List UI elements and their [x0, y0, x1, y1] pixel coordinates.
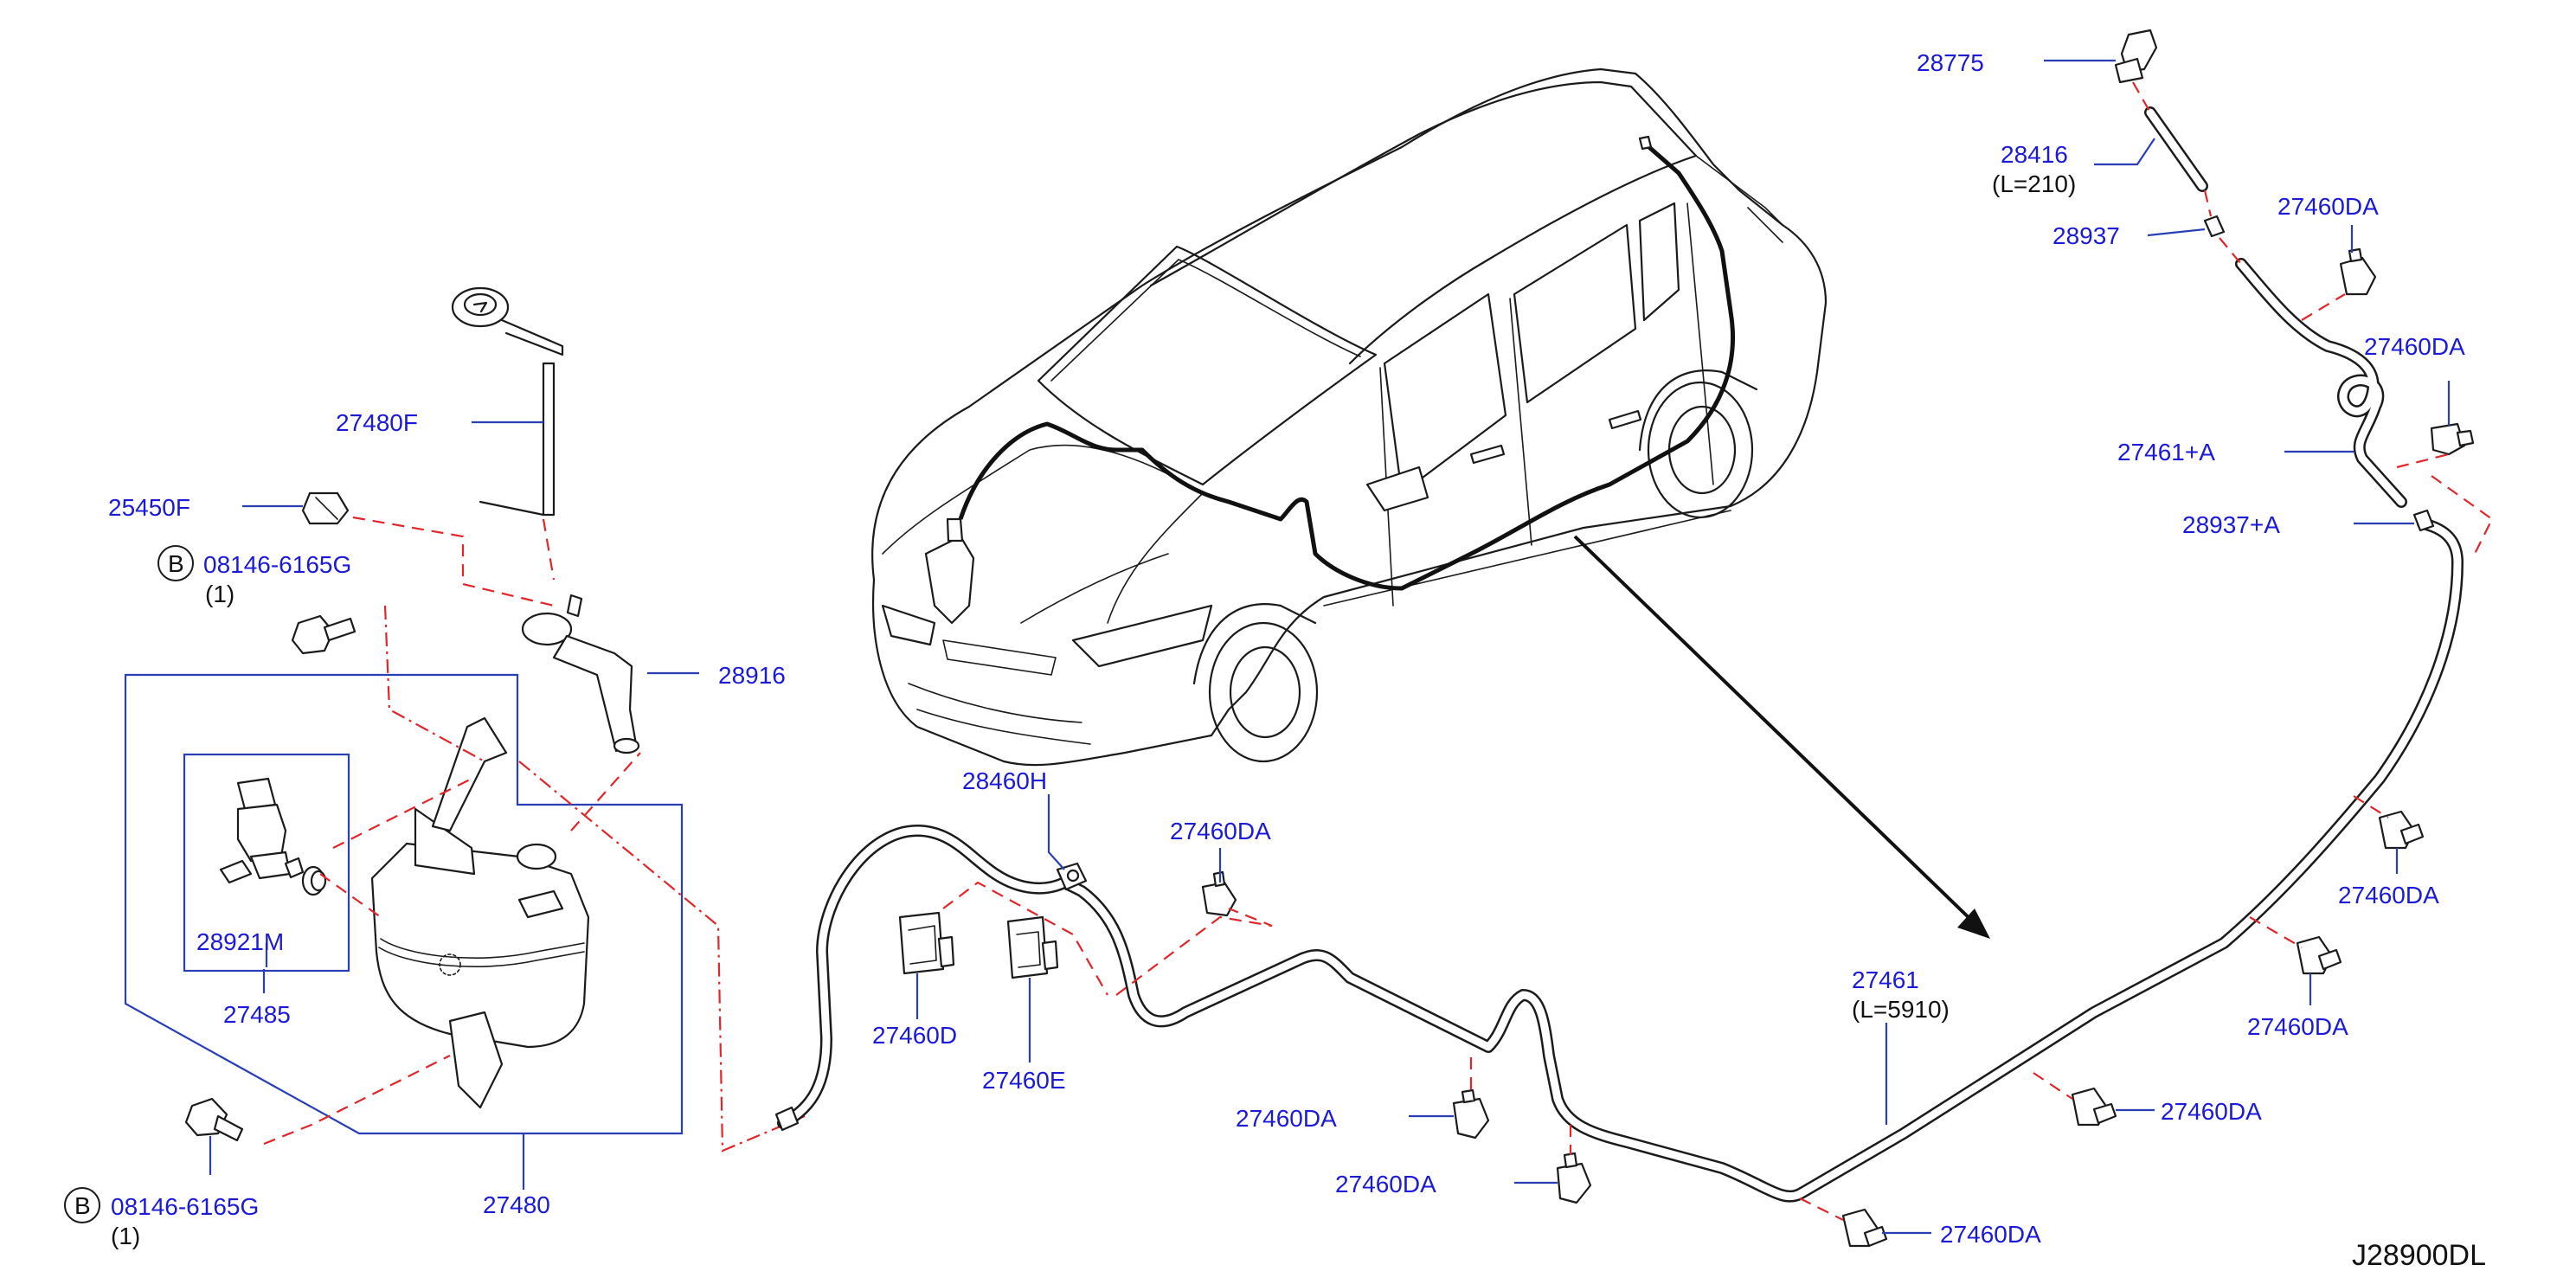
connector-28460H	[1056, 862, 1088, 891]
grommet	[301, 865, 327, 896]
joint-28937	[2203, 215, 2226, 238]
label-27460D: 27460D	[872, 1022, 957, 1049]
clip-27460DA-i	[2378, 810, 2425, 850]
clip-27460DA-h	[2296, 935, 2342, 975]
direction-arrow	[1573, 535, 1990, 939]
clip-27460DA-f	[1841, 1208, 1888, 1248]
hose-upper-27461A	[2235, 258, 2407, 508]
diagram-code: J28900DL	[2352, 1239, 2486, 1272]
label-28460H: 28460H	[962, 767, 1047, 794]
label-25450F: 25450F	[108, 494, 190, 521]
label-27461: 27461	[1852, 966, 1919, 993]
washer-pump-28921M	[219, 777, 305, 884]
label-28937: 28937	[2052, 222, 2120, 249]
label-28937A: 28937+A	[2182, 511, 2280, 538]
label-27460DA-a: 27460DA	[2277, 193, 2379, 220]
bracket-27460D	[898, 911, 955, 975]
vehicle-illustration	[871, 67, 1828, 767]
part-labels: 28775 28416 (L=210) 28937 27460DA 27460D…	[64, 49, 2486, 1272]
assembly-box-27480	[124, 673, 684, 1135]
label-27461A: 27461+A	[2117, 439, 2215, 465]
label-28416: 28416	[2001, 141, 2068, 168]
assembly-box-27485	[183, 753, 350, 973]
label-27480F: 27480F	[336, 409, 418, 436]
label-08146-bottom-qty: (1)	[111, 1223, 140, 1249]
clip-27460DA-a	[2339, 247, 2377, 296]
label-27460DA-f: 27460DA	[1940, 1221, 2041, 1248]
label-08146-top: 08146-6165G	[203, 551, 351, 578]
label-27460DA-i: 27460DA	[2338, 882, 2439, 908]
leader-lines	[209, 59, 2451, 1235]
hose-28416	[2144, 106, 2208, 192]
label-27485: 27485	[223, 1001, 291, 1028]
washer-hose-27461	[774, 517, 2464, 1203]
label-27460DA-e: 27460DA	[1335, 1171, 1436, 1197]
label-28921M: 28921M	[196, 928, 284, 955]
clip-27460DA-d	[1452, 1088, 1490, 1140]
bolt-top	[291, 614, 357, 655]
label-28916: 28916	[718, 662, 786, 689]
label-27460DA-c: 27460DA	[1170, 818, 1271, 844]
label-27460DA-g: 27460DA	[2161, 1098, 2262, 1125]
label-27480: 27480	[483, 1191, 550, 1218]
filler-cap-27480F	[451, 286, 564, 517]
badge-circle-top	[157, 545, 194, 581]
clip-25450F	[301, 491, 350, 525]
label-27461-length: (L=5910)	[1852, 996, 1950, 1023]
label-28416-length: (L=210)	[1992, 170, 2076, 197]
badge-bottom: B	[74, 1192, 91, 1219]
clip-27460DA-g	[2071, 1087, 2117, 1127]
filler-neck-28916	[521, 594, 640, 754]
bracket-27460E	[1006, 915, 1059, 979]
badge-circle-bottom	[64, 1187, 100, 1223]
label-28775: 28775	[1917, 49, 1984, 76]
joint-28937A	[2412, 509, 2435, 532]
badge-top: B	[168, 550, 184, 577]
washer-tank-27480	[370, 716, 590, 1109]
nozzle-28775	[2114, 29, 2158, 84]
label-08146-top-qty: (1)	[205, 581, 234, 607]
label-27460DA-d: 27460DA	[1236, 1105, 1337, 1132]
bolt-bottom	[184, 1097, 244, 1142]
clip-27460DA-e	[1556, 1152, 1592, 1204]
label-08146-bottom: 08146-6165G	[111, 1193, 259, 1220]
label-27460DA-b: 27460DA	[2364, 333, 2465, 360]
label-27460DA-h: 27460DA	[2247, 1013, 2348, 1040]
label-27460E: 27460E	[982, 1067, 1066, 1094]
clip-27460DA-b	[2430, 422, 2475, 456]
